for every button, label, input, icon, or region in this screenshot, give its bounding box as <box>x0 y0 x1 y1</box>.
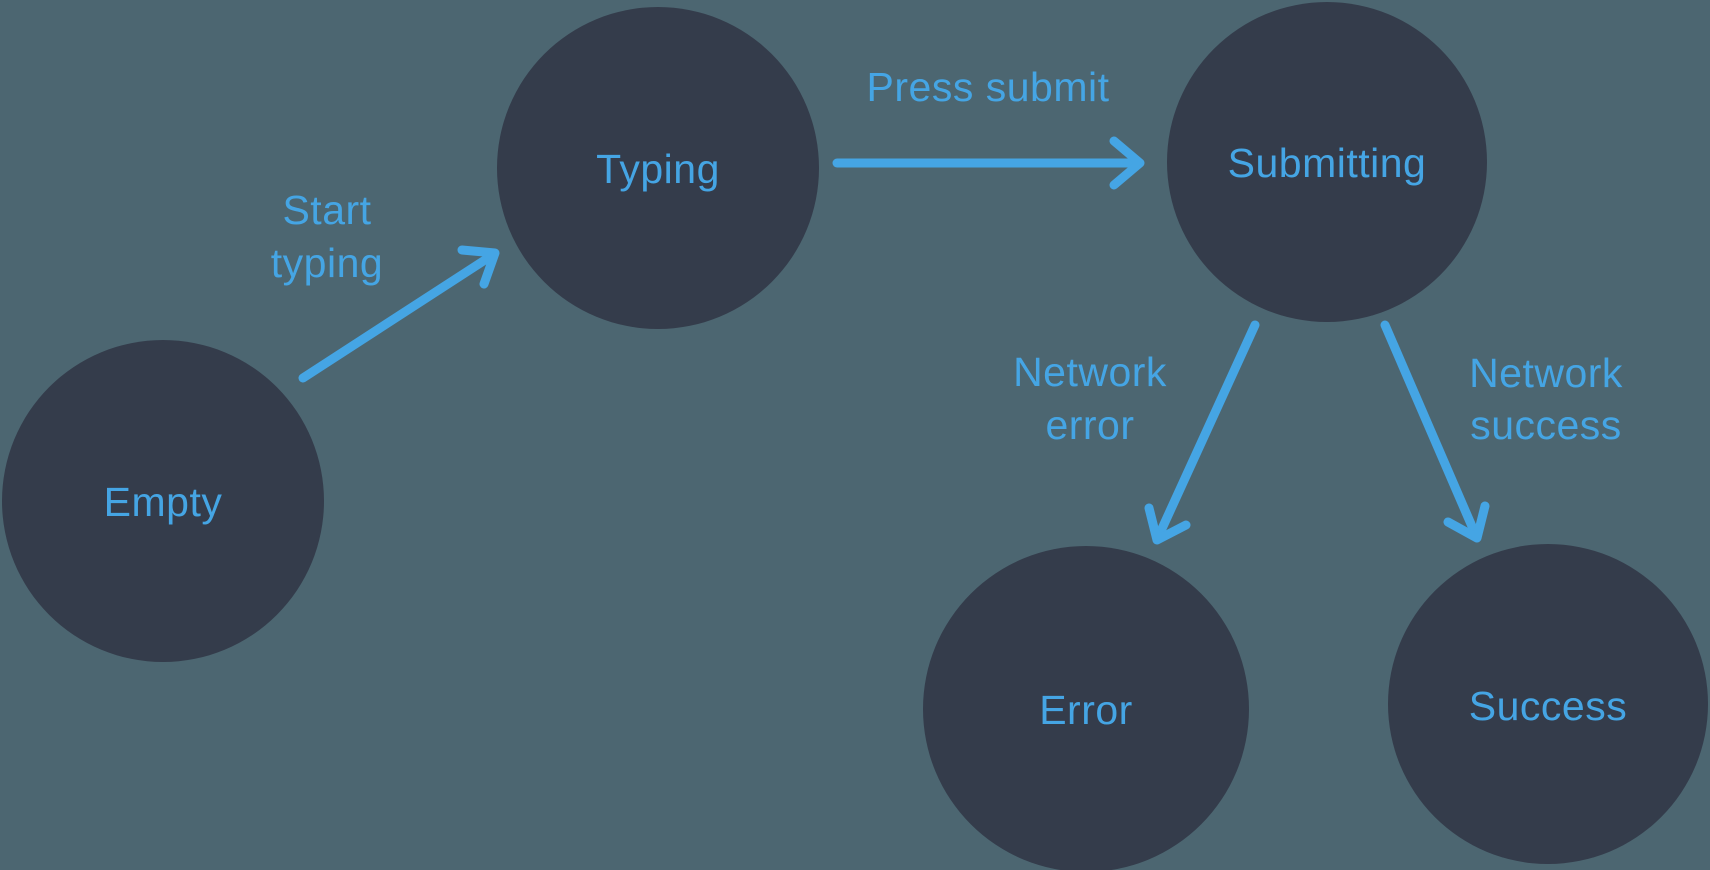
transition-label-line: success <box>1470 402 1622 448</box>
state-node-success: Success <box>1388 544 1708 864</box>
state-circle <box>2 340 324 662</box>
transition-line <box>1155 320 1260 538</box>
state-node-typing: Typing <box>497 7 819 329</box>
arrowhead-icon <box>1443 501 1490 543</box>
transition-label-line: Start <box>282 187 371 233</box>
transition-network-success: Network success <box>1380 320 1623 543</box>
transition-line <box>298 253 493 383</box>
state-circle <box>1167 2 1487 322</box>
state-circle <box>923 546 1249 870</box>
state-node-submitting: Submitting <box>1167 2 1487 322</box>
state-label: Typing <box>596 146 720 192</box>
state-circle <box>497 7 819 329</box>
transition-press-submit: Press submit <box>832 64 1145 190</box>
transition-label-line: typing <box>271 240 383 286</box>
transition-label-line: Press submit <box>867 64 1110 110</box>
state-label: Success <box>1469 683 1627 729</box>
state-label: Submitting <box>1228 140 1427 186</box>
state-circle <box>1388 544 1708 864</box>
state-node-error: Error <box>923 546 1249 870</box>
transition-label-line: Network <box>1013 349 1167 395</box>
state-node-empty: Empty <box>2 340 324 662</box>
arrowhead-icon <box>1144 503 1191 545</box>
state-label: Empty <box>104 479 223 525</box>
transition-line <box>1380 320 1479 536</box>
state-label: Error <box>1039 687 1133 733</box>
transition-start-typing: Start typing <box>271 187 500 383</box>
arrowhead-icon <box>457 245 500 289</box>
transition-label-line: error <box>1045 402 1134 448</box>
transition-network-error: Network error <box>1013 320 1260 545</box>
transition-label-line: Network <box>1469 350 1623 396</box>
arrowhead-icon <box>1109 136 1145 190</box>
